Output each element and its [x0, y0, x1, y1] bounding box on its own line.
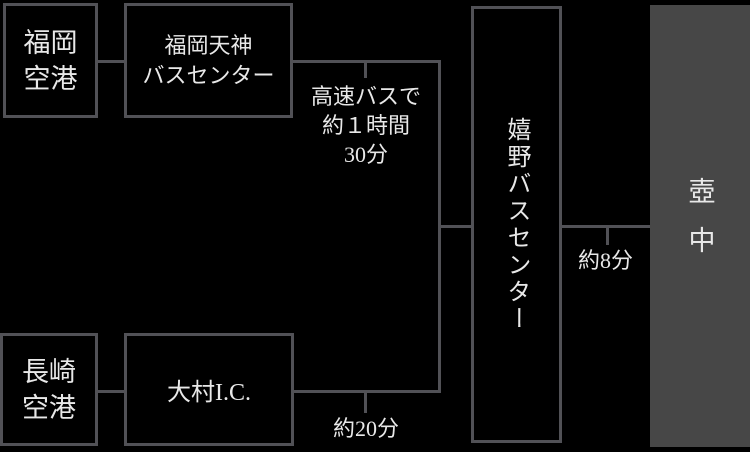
node-tenjin-bus-center: 福岡天神 バスセンター [124, 3, 293, 118]
node-fukuoka-airport: 福岡 空港 [3, 3, 98, 118]
connector-tenjin-to-trunk [293, 60, 441, 63]
node-omura-ic-label: 大村I.C. [167, 380, 251, 406]
tick-omura-label [364, 390, 367, 413]
node-omura-ic: 大村I.C. [124, 333, 294, 446]
node-kochu-label: 壺中 [684, 177, 715, 275]
edge-label-omura-duration: 約20分 [332, 416, 399, 441]
connector-trunk-to-ureshino [441, 225, 471, 228]
node-nagasaki-airport: 長崎 空港 [0, 333, 98, 446]
node-ureshino-bus-center: 嬉野バスセンター [471, 6, 562, 443]
edge-label-kochu-duration: 約8分 [577, 248, 633, 273]
node-tenjin-bus-center-label: 福岡天神 バスセンター [142, 32, 275, 88]
node-ureshino-bus-center-label: 嬉野バスセンター [503, 116, 529, 333]
connector-trunk-vertical [438, 60, 441, 393]
node-kochu-destination: 壺中 [650, 5, 750, 447]
connector-nagasaki-to-omura [98, 390, 124, 393]
tick-kochu-label [606, 225, 609, 245]
connector-ureshino-to-kochu [561, 225, 650, 228]
edge-label-highway-bus-duration: 高速バスで 約１時間 30分 [310, 84, 421, 167]
node-nagasaki-airport-label: 長崎 空港 [22, 356, 76, 423]
connector-fukuoka-to-tenjin [98, 60, 124, 63]
node-fukuoka-airport-label: 福岡 空港 [23, 27, 78, 94]
tick-highway-bus-label [364, 60, 367, 78]
connector-omura-to-trunk [294, 390, 441, 393]
